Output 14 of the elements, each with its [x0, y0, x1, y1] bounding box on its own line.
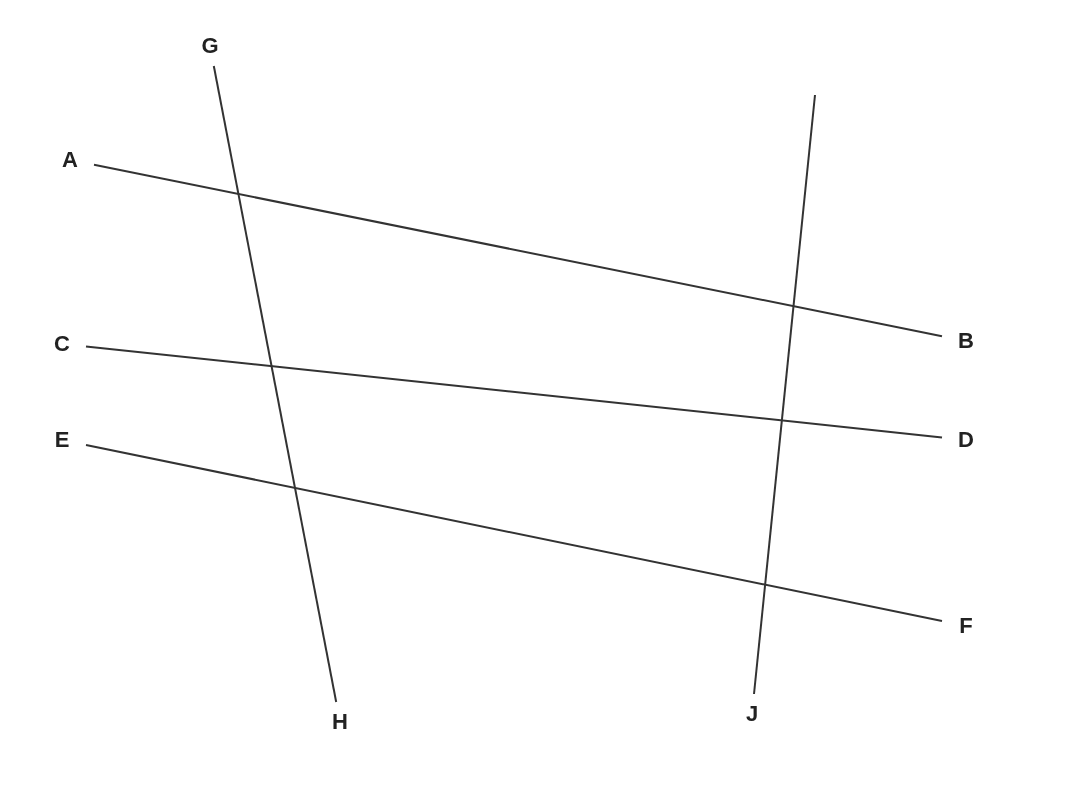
- line-segment: [93, 163, 943, 338]
- point-label: B: [942, 321, 990, 361]
- point-label: A: [46, 140, 94, 180]
- point-label: D: [942, 420, 990, 460]
- line-segment: [85, 443, 943, 623]
- point-label: C: [38, 324, 86, 364]
- line-segment: [85, 345, 943, 439]
- point-label: J: [728, 694, 776, 734]
- line-segment: [753, 94, 816, 695]
- point-label: H: [316, 702, 364, 742]
- point-label: G: [186, 26, 234, 66]
- line-segment: [212, 65, 338, 703]
- point-label: E: [38, 420, 86, 460]
- point-label: F: [942, 606, 990, 646]
